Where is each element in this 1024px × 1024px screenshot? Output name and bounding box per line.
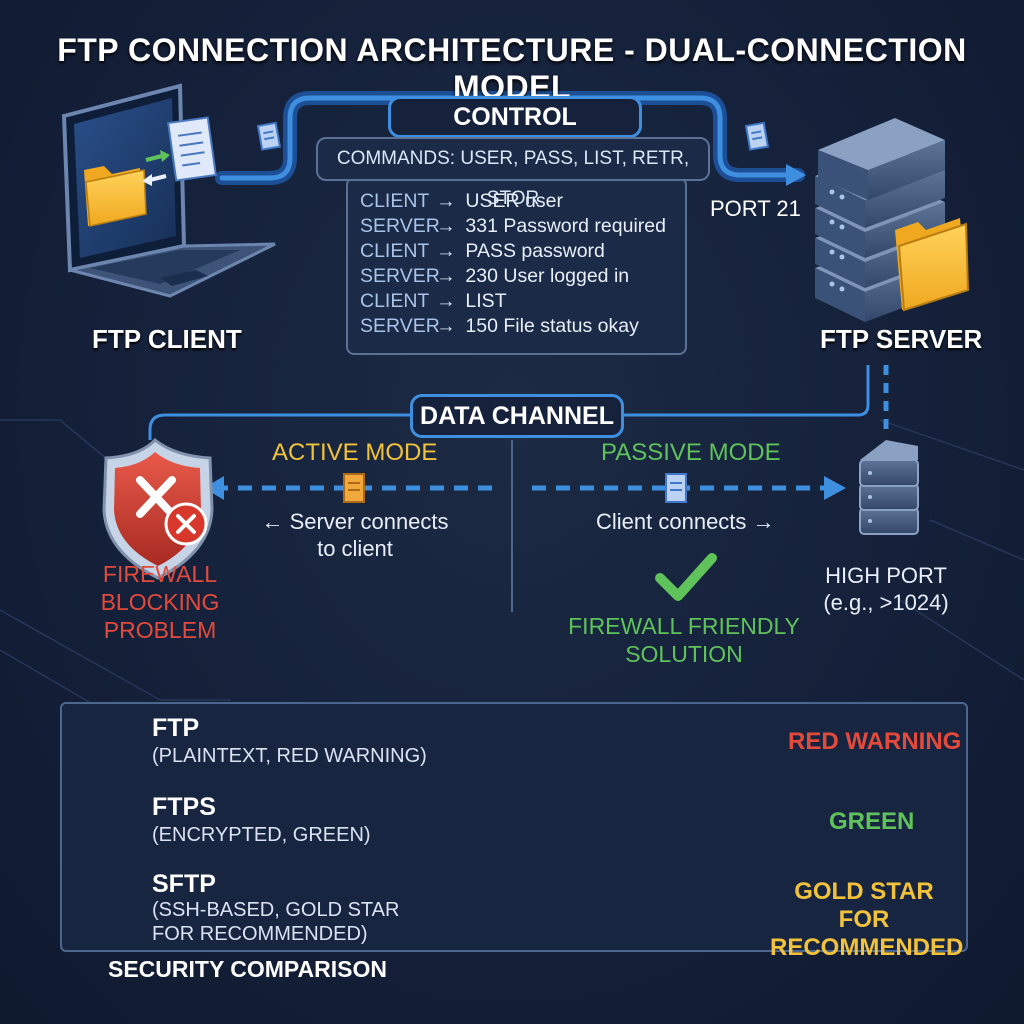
log-arrow: → xyxy=(436,290,456,312)
firewall-problem-label: FIREWALL BLOCKING PROBLEM xyxy=(70,560,250,644)
ftp-row-description: (PLAINTEXT, RED WARNING) xyxy=(152,745,427,767)
sftp-row-name: SFTP xyxy=(152,870,216,898)
sftp-row-description: (SSH-BASED, GOLD STAR FOR RECOMMENDED) xyxy=(152,898,399,946)
log-arrow: → xyxy=(436,240,456,262)
active-mode-title: ACTIVE MODE xyxy=(272,439,438,466)
log-message: 150 File status okay xyxy=(465,315,639,337)
sftp-desc-line: FOR RECOMMENDED) xyxy=(152,923,368,945)
ftps-row-description: (ENCRYPTED, GREEN) xyxy=(152,824,371,846)
data-channel-connector xyxy=(148,365,870,440)
log-role: CLIENT xyxy=(360,240,430,262)
problem-line: BLOCKING xyxy=(100,589,220,615)
log-row: SERVER→ 331 Password required xyxy=(360,214,666,239)
passive-mode-description: Client connects → xyxy=(596,509,775,534)
control-document-icon-left xyxy=(256,121,282,151)
log-arrow: → xyxy=(436,315,456,337)
solution-line: SOLUTION xyxy=(625,641,743,667)
active-desc-line: ← Server connects xyxy=(261,509,449,534)
ftp-row-label: RED WARNING xyxy=(788,728,962,755)
active-document-icon xyxy=(343,473,365,503)
check-mark-icon xyxy=(655,553,717,601)
log-row: SERVER→ 230 User logged in xyxy=(360,264,629,289)
control-channel-label: CONTROL CHANNEL xyxy=(388,96,642,167)
ftp-row-name: FTP xyxy=(152,714,200,742)
log-message: 331 Password required xyxy=(465,215,666,237)
log-arrow: → xyxy=(436,190,456,212)
log-role: SERVER xyxy=(360,265,440,287)
log-message: 230 User logged in xyxy=(465,265,630,287)
sftp-row-label: GOLD STAR FOR RECOMMENDED xyxy=(770,878,964,962)
ftps-row-label: GREEN xyxy=(829,808,915,835)
sftp-desc-line: (SSH-BASED, GOLD STAR xyxy=(152,899,400,921)
log-row: CLIENT → LIST xyxy=(360,289,507,314)
problem-line: PROBLEM xyxy=(103,617,217,643)
control-log-box: CLIENT→ USER user SERVER→ 331 Password r… xyxy=(346,177,687,355)
log-arrow: → xyxy=(436,215,456,237)
sftp-label-line: RECOMMENDED xyxy=(770,934,964,961)
high-port-example: (e.g., >1024) xyxy=(823,590,949,615)
ftp-server-label: FTP SERVER xyxy=(820,324,983,354)
active-desc-line: to client xyxy=(317,536,393,561)
log-role: CLIENT xyxy=(360,290,430,312)
passive-document-icon xyxy=(665,473,687,503)
log-role: SERVER xyxy=(360,315,440,337)
problem-line: FIREWALL xyxy=(102,561,218,587)
data-channel-label: DATA CHANNEL xyxy=(410,394,624,438)
solution-line: FIREWALL FRIENDLY xyxy=(568,613,800,639)
commands-box: COMMANDS: USER, PASS, LIST, RETR, STOR xyxy=(316,137,710,209)
log-message: USER user xyxy=(465,190,563,212)
log-role: SERVER xyxy=(360,215,440,237)
log-message: LIST xyxy=(465,290,507,312)
log-row: SERVER→ 150 File status okay xyxy=(360,314,639,339)
ftp-client-label: FTP CLIENT xyxy=(92,324,242,354)
control-document-icon-right xyxy=(744,121,770,151)
log-arrow: → xyxy=(436,265,456,287)
port-label: PORT 21 xyxy=(710,196,801,221)
active-mode-arrow xyxy=(204,476,492,500)
passive-mode-arrow xyxy=(532,476,846,500)
log-row: CLIENT → USER user xyxy=(360,189,563,214)
log-message: PASS password xyxy=(465,240,605,262)
background-lines xyxy=(0,419,1024,721)
firewall-solution-label: FIREWALL FRIENDLY SOLUTION xyxy=(560,612,808,668)
log-row: CLIENT → PASS password xyxy=(360,239,605,264)
high-port-server-icon xyxy=(859,440,919,535)
diagram-title: FTP CONNECTION ARCHITECTURE - DUAL-CONNE… xyxy=(57,32,967,105)
security-comparison-caption: SECURITY COMPARISON xyxy=(108,956,388,982)
active-mode-description: ← Server connects to client xyxy=(230,508,480,562)
high-port-title: HIGH PORT xyxy=(825,563,947,588)
passive-mode-title: PASSIVE MODE xyxy=(601,439,781,466)
laptop-folder-icon xyxy=(61,83,276,298)
log-role: CLIENT xyxy=(360,190,430,212)
firewall-shield-icon xyxy=(102,437,214,580)
high-port-label: HIGH PORT (e.g., >1024) xyxy=(800,562,972,616)
server-stack-icon xyxy=(815,118,970,322)
sftp-label-line: GOLD STAR FOR xyxy=(794,878,934,933)
ftps-row-name: FTPS xyxy=(152,793,216,821)
security-comparison-table xyxy=(60,702,968,952)
